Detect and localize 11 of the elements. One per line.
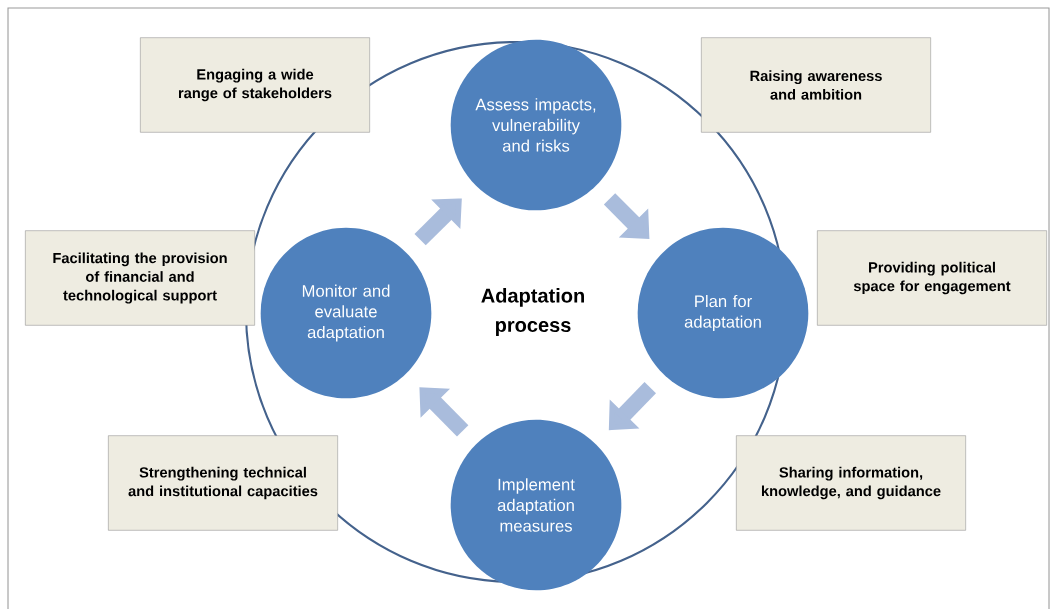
role-box: Sharing information, knowledge, and guidance bbox=[736, 435, 966, 531]
role-box: Strengthening technical and institutional capacities bbox=[108, 435, 338, 531]
role-box: Engaging a wide range of stakeholders bbox=[140, 37, 370, 133]
center-label: Adaptation process bbox=[481, 288, 584, 336]
role-box: Providing political space for engagement bbox=[817, 230, 1047, 326]
block-arrow bbox=[414, 198, 462, 246]
role-box: Raising awareness and ambition bbox=[701, 37, 931, 133]
block-arrow bbox=[603, 193, 650, 239]
role-box: Facilitating the provision of financial and technological support bbox=[25, 230, 255, 326]
block-arrow bbox=[419, 387, 469, 437]
block-arrow bbox=[608, 382, 656, 431]
